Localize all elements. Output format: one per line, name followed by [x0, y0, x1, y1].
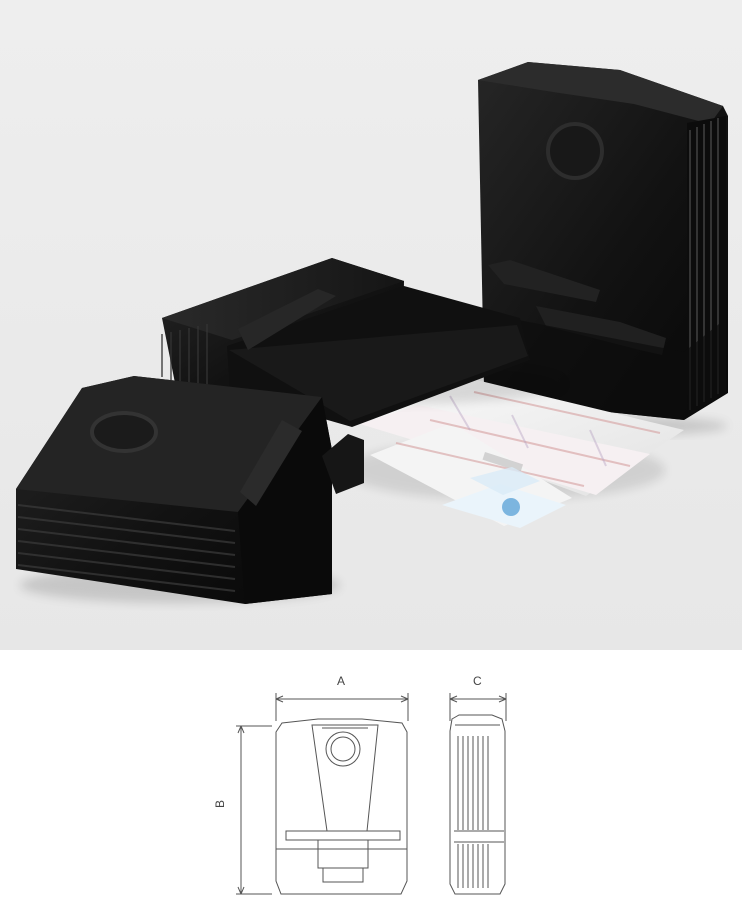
front-case-hinge	[322, 434, 364, 494]
front-view-lock-icon	[325, 731, 361, 767]
open-case-ribs	[161, 324, 208, 390]
upright-case-lower	[482, 313, 727, 420]
upright-lock-icon	[546, 122, 604, 180]
front-case-top	[16, 376, 322, 512]
front-case-ribs	[17, 504, 236, 592]
side-view-outline	[449, 714, 506, 895]
case-line-drawing: A C B	[213, 674, 507, 895]
document-case-photo	[0, 0, 742, 650]
side-view-ribs-top	[457, 736, 489, 830]
document-logo-mark	[502, 498, 520, 516]
front-view-lid	[311, 724, 379, 832]
side-view-ribs-bottom	[457, 844, 489, 888]
upright-case-ribs	[689, 118, 719, 410]
front-view-handle	[285, 830, 401, 841]
open-case-lid	[162, 258, 404, 340]
upright-case-top	[478, 62, 723, 124]
document-case-front	[16, 376, 364, 604]
front-handle	[240, 420, 302, 506]
upright-handle-top	[488, 260, 600, 302]
front-lock-icon	[90, 411, 158, 453]
front-case-side	[238, 397, 332, 604]
dimension-a-label: A	[337, 674, 345, 688]
document-case-upright	[478, 62, 728, 436]
product-photo	[0, 0, 742, 650]
open-case-handle	[238, 289, 336, 350]
document-paper-second	[360, 405, 650, 495]
dimension-drawing: A C B	[0, 650, 742, 921]
front-view-outline	[275, 718, 408, 895]
document-case-open	[161, 258, 563, 427]
dimension-c-label: C	[473, 674, 482, 688]
dimension-b-label: B	[213, 800, 227, 808]
